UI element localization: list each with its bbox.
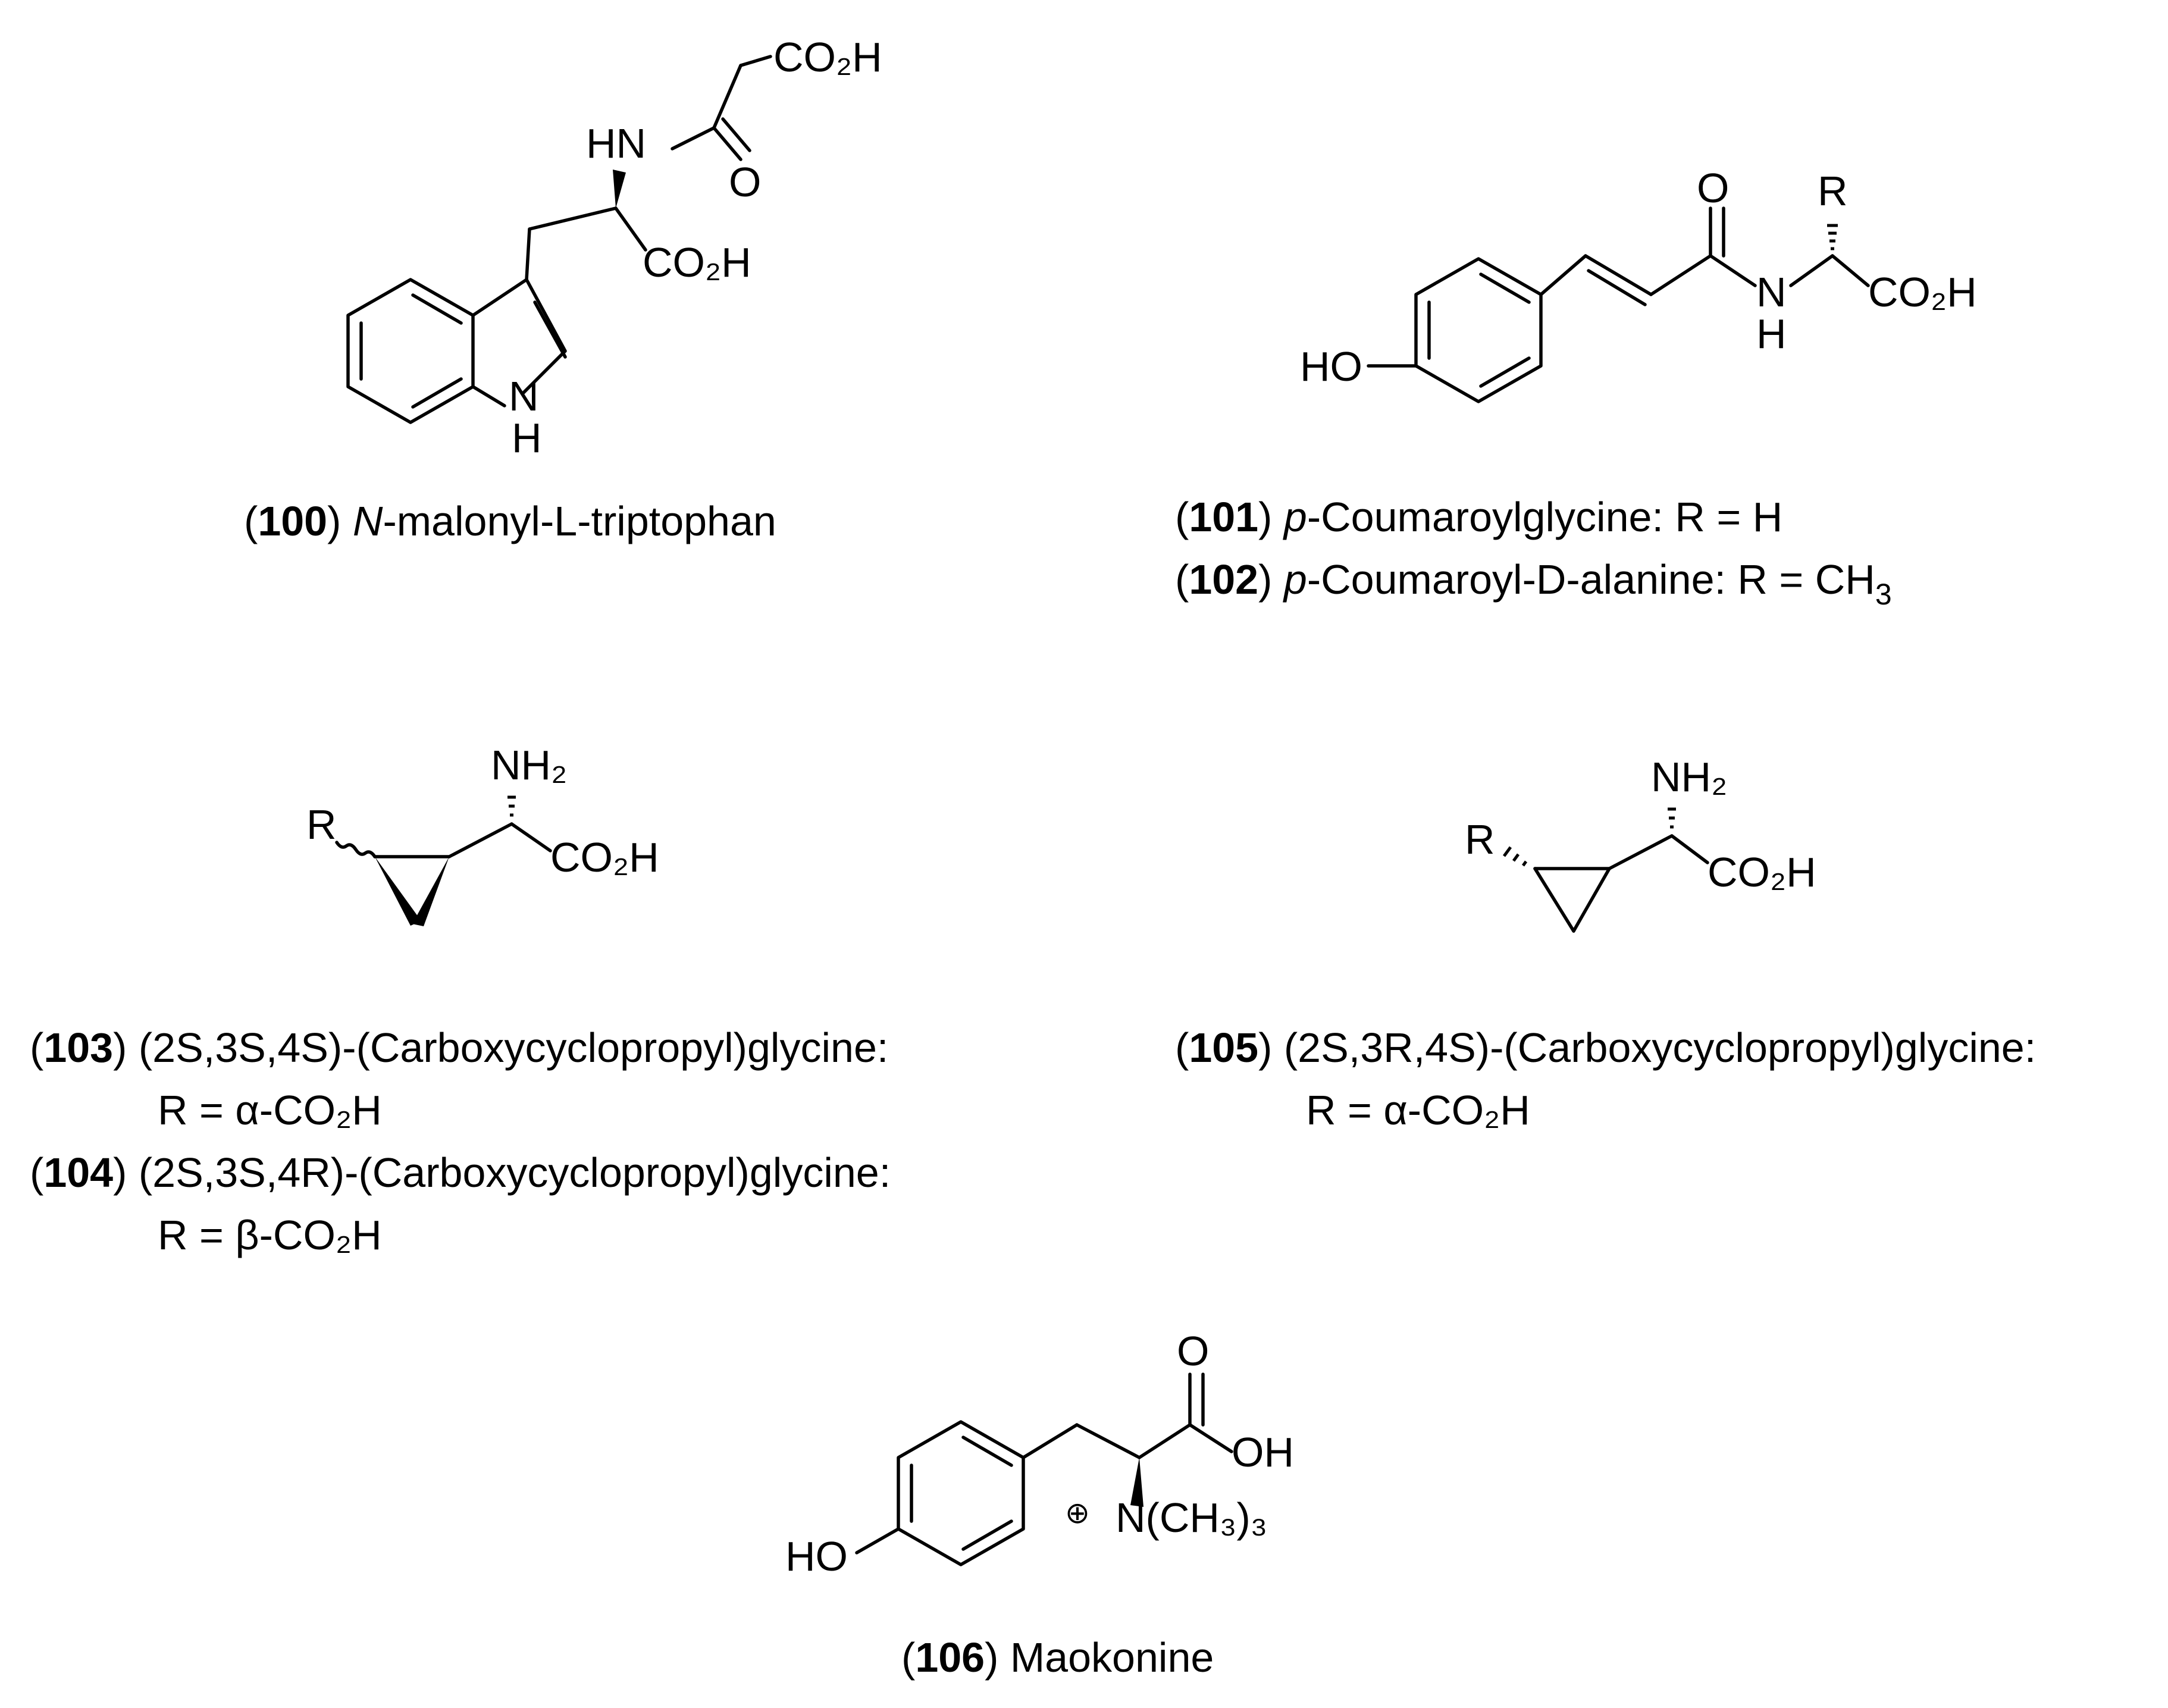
caption-103-r: R = α-CO₂H: [158, 1087, 382, 1133]
atom-o: O: [1177, 1328, 1209, 1374]
indole-pyrrole-ring: [471, 278, 567, 394]
atom-nme3: N(CH₃)₃: [1116, 1494, 1267, 1541]
indole-benzene-ring: [346, 278, 475, 424]
structure-105: R NH₂ CO₂H (105) (2S,3R,4S)-(Carboxycycl…: [1175, 754, 2036, 1133]
atom-o: O: [729, 159, 761, 205]
caption-101: (101) p-Coumaroylglycine: R = H: [1175, 494, 1782, 540]
phenol-ring: [1414, 257, 1543, 403]
atom-n: N: [1756, 269, 1787, 315]
caption-103: (103) (2S,3S,4S)-(Carboxycyclopropyl)gly…: [30, 1024, 888, 1071]
hashed-bond: [1827, 224, 1838, 250]
structure-103-104: R NH₂ CO₂H (103) (2S,3S,4S)-(Carboxycycl…: [30, 742, 891, 1258]
atom-o: O: [1697, 165, 1729, 211]
atom-hn: HN: [586, 120, 646, 167]
structure-100: N H HN O CO₂H CO₂H (100) N-malonyl-L-tri…: [244, 34, 882, 544]
atom-r: R: [306, 801, 337, 848]
atom-r: R: [1818, 168, 1848, 214]
hashed-bond: [507, 795, 516, 817]
caption-106: (106) Maokonine: [901, 1634, 1214, 1681]
caption-104-r: R = β-CO₂H: [158, 1212, 382, 1258]
atom-co2h: CO₂H: [1708, 849, 1816, 895]
atom-n: N: [509, 373, 539, 419]
atom-co2h: CO₂H: [1868, 269, 1977, 315]
hashed-bond: [1502, 846, 1528, 867]
atom-nh2: NH₂: [491, 742, 567, 788]
atom-nh2: NH₂: [1651, 754, 1727, 800]
structure-101-102: HO O N H R CO₂H (101) p-Coumaroylglycine…: [1175, 165, 1977, 611]
phenol-ring: [897, 1420, 1025, 1566]
hashed-bond: [1668, 807, 1676, 829]
wavy-bond: [335, 841, 377, 858]
charge-plus: ⊕: [1065, 1496, 1090, 1530]
atom-co2h: CO₂H: [550, 834, 659, 880]
atom-co2h: CO₂H: [643, 239, 751, 286]
caption-102: (102) p-Coumaroyl-D-alanine: R = CH3: [1175, 556, 1892, 611]
caption-105: (105) (2S,3R,4S)-(Carboxycyclopropyl)gly…: [1175, 1024, 2036, 1071]
atom-co2h: CO₂H: [773, 34, 882, 80]
atom-ho: HO: [1300, 343, 1362, 390]
caption-100: (100) N-malonyl-L-triptophan: [244, 498, 776, 544]
structure-106: HO O OH ⊕ N(CH₃)₃ (106) Maokonine: [785, 1328, 1294, 1681]
atom-oh: OH: [1232, 1429, 1294, 1475]
caption-105-r: R = α-CO₂H: [1306, 1087, 1530, 1133]
atom-h: H: [1756, 311, 1787, 357]
atom-ho: HO: [785, 1533, 848, 1579]
atom-r: R: [1465, 816, 1495, 863]
caption-104: (104) (2S,3S,4R)-(Carboxycyclopropyl)gly…: [30, 1149, 891, 1196]
atom-h: H: [512, 415, 542, 461]
